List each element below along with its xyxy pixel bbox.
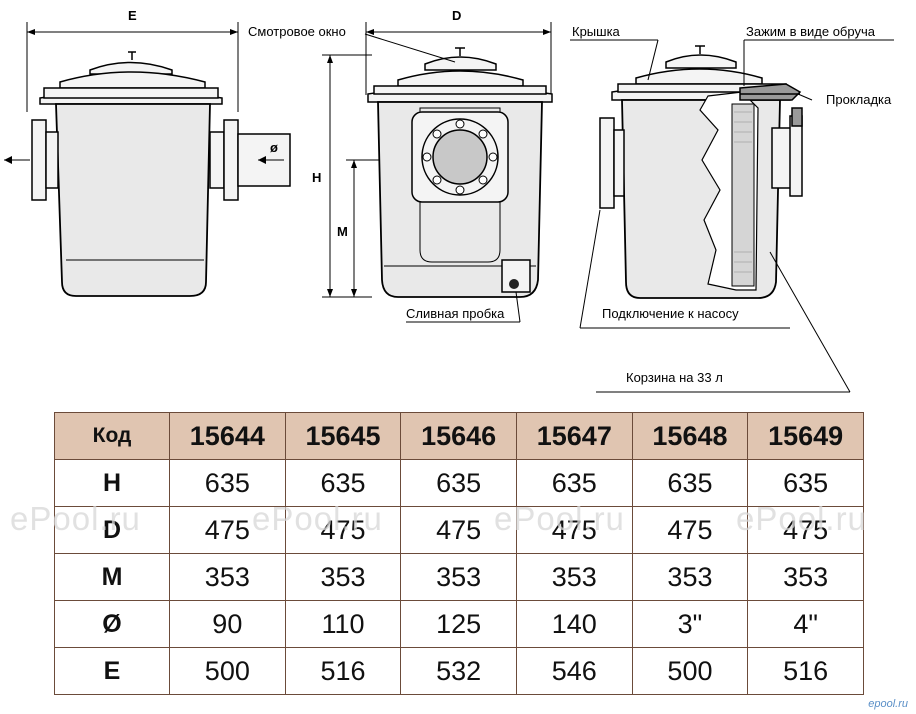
- table-cell: 475: [169, 506, 286, 554]
- table-cell: 635: [631, 459, 749, 507]
- dim-m-label: M: [337, 224, 348, 239]
- table-cell: 532: [400, 647, 517, 695]
- table-cell: 125: [400, 600, 517, 648]
- table-cell: 475: [747, 506, 864, 554]
- table-cell: 140: [515, 600, 633, 648]
- table-cell: 110: [284, 600, 402, 648]
- table-row: M 353 353 353 353 353 353: [54, 553, 864, 601]
- label-gasket: Прокладка: [826, 92, 892, 107]
- front-view: D H M: [312, 8, 553, 298]
- table-row: E 500 516 532 546 500 516: [54, 647, 864, 695]
- label-drain-plug: Сливная пробка: [406, 306, 505, 321]
- header-code: 15647: [515, 412, 633, 460]
- corner-logo: epool.ru: [868, 698, 908, 710]
- table-cell: 635: [169, 459, 286, 507]
- table-cell: 546: [515, 647, 633, 695]
- header-code: 15644: [169, 412, 286, 460]
- table-cell: 635: [284, 459, 402, 507]
- table-cell: 635: [400, 459, 517, 507]
- label-ring-clamp: Зажим в виде обруча: [746, 24, 876, 39]
- dim-dia-label: ø: [270, 140, 278, 155]
- spec-table: Код 15644 15645 15646 15647 15648 15649 …: [54, 412, 864, 695]
- label-view-window: Смотровое окно: [248, 24, 346, 39]
- table-cell: 353: [631, 553, 749, 601]
- cutaway-view: [599, 45, 803, 299]
- table-cell: 500: [631, 647, 749, 695]
- table-cell: 353: [284, 553, 402, 601]
- label-pump-connection: Подключение к насосу: [602, 306, 739, 321]
- table-row: Ø 90 110 125 140 3" 4": [54, 600, 864, 648]
- technical-drawing: E ø D H: [4, 8, 894, 393]
- side-view: E ø: [4, 8, 291, 297]
- row-label: Ø: [54, 600, 170, 648]
- table-cell: 475: [400, 506, 517, 554]
- label-basket: Корзина на 33 л: [626, 370, 723, 385]
- table-cell: 475: [631, 506, 749, 554]
- table-cell: 90: [169, 600, 286, 648]
- table-cell: 516: [747, 647, 864, 695]
- table-cell: 475: [284, 506, 402, 554]
- table-cell: 500: [169, 647, 286, 695]
- header-code: 15646: [400, 412, 517, 460]
- row-label: M: [54, 553, 170, 601]
- dim-e-label: E: [128, 8, 137, 23]
- header-code-label: Код: [54, 412, 170, 460]
- header-code: 15645: [284, 412, 402, 460]
- table-cell: 516: [284, 647, 402, 695]
- header-code: 15649: [747, 412, 864, 460]
- table-cell: 635: [515, 459, 633, 507]
- table-cell: 475: [515, 506, 633, 554]
- table-cell: 353: [747, 553, 864, 601]
- table-cell: 353: [515, 553, 633, 601]
- row-label: D: [54, 506, 170, 554]
- dim-h-label: H: [312, 170, 321, 185]
- callouts: Смотровое окно Крышка Зажим в виде обруч…: [248, 24, 894, 393]
- row-label: H: [54, 459, 170, 507]
- header-code: 15648: [631, 412, 749, 460]
- table-cell: 353: [169, 553, 286, 601]
- table-row: H 635 635 635 635 635 635: [54, 459, 864, 507]
- table-row: D 475 475 475 475 475 475: [54, 506, 864, 554]
- table-cell: 3": [631, 600, 749, 648]
- label-lid: Крышка: [572, 24, 621, 39]
- table-cell: 4": [747, 600, 864, 648]
- table-cell: 635: [747, 459, 864, 507]
- table-cell: 353: [400, 553, 517, 601]
- dim-d-label: D: [452, 8, 461, 23]
- row-label: E: [54, 647, 170, 695]
- table-header-row: Код 15644 15645 15646 15647 15648 15649: [54, 412, 864, 460]
